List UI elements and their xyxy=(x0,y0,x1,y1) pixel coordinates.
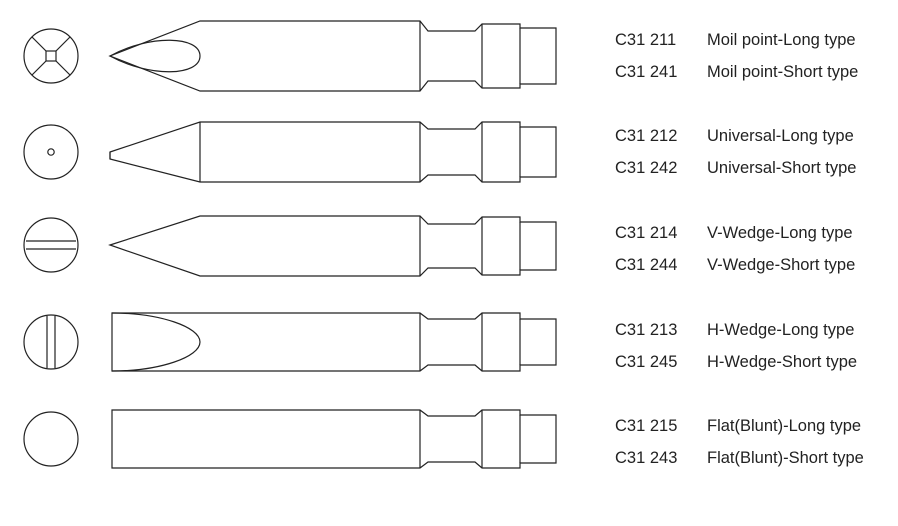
product-code: C31 241 xyxy=(615,63,678,81)
product-code: C31 242 xyxy=(615,159,678,177)
label-long: C31 212 Universal-Long type xyxy=(615,120,856,152)
product-code: C31 244 xyxy=(615,256,678,274)
product-code: C31 212 xyxy=(615,127,678,145)
product-code: C31 211 xyxy=(615,31,677,49)
label-short: C31 242 Universal-Short type xyxy=(615,152,856,184)
product-name: H-Wedge-Short type xyxy=(707,353,858,371)
cross-square-icon xyxy=(23,28,79,84)
tool-labels-flat-blunt: C31 215 Flat(Blunt)-Long type C31 243 Flat… xyxy=(615,410,864,474)
product-code: C31 243 xyxy=(615,449,678,467)
center-dot-icon xyxy=(23,124,79,180)
label-long: C31 214 V-Wedge-Long type xyxy=(615,217,855,249)
tool-row-v-wedge xyxy=(23,215,557,277)
label-short: C31 244 V-Wedge-Short type xyxy=(615,249,855,281)
product-name: H-Wedge-Long type xyxy=(707,321,855,339)
label-long: C31 213 H-Wedge-Long type xyxy=(615,314,857,346)
tool-row-h-wedge xyxy=(23,312,557,372)
product-code: C31 213 xyxy=(615,321,678,339)
tool-labels-v-wedge: C31 214 V-Wedge-Long type C31 244 V-Wedge-… xyxy=(615,217,855,281)
plain-circle-icon xyxy=(23,411,79,467)
tool-row-moil-point xyxy=(23,20,557,92)
product-name: Flat(Blunt)-Long type xyxy=(707,417,862,435)
product-name: V-Wedge-Long type xyxy=(707,224,853,242)
label-short: C31 243 Flat(Blunt)-Short type xyxy=(615,442,864,474)
product-name: Universal-Short type xyxy=(707,159,857,177)
product-name: Moil point-Short type xyxy=(707,63,859,81)
product-code: C31 215 xyxy=(615,417,678,435)
horizontal-slot-icon xyxy=(23,217,79,273)
chisel-body xyxy=(108,20,557,92)
product-name: V-Wedge-Short type xyxy=(707,256,856,274)
label-long: C31 211 Moil point-Long type xyxy=(615,24,858,56)
product-name: Universal-Long type xyxy=(707,127,854,145)
chisel-body xyxy=(109,121,557,183)
tool-row-flat-blunt xyxy=(23,409,557,469)
product-name: Flat(Blunt)-Short type xyxy=(707,449,864,467)
chisel-body xyxy=(108,215,557,277)
tool-labels-moil-point: C31 211 Moil point-Long type C31 241 Moil … xyxy=(615,24,858,88)
label-short: C31 245 H-Wedge-Short type xyxy=(615,346,857,378)
product-name: Moil point-Long type xyxy=(707,31,856,49)
tool-row-universal xyxy=(23,121,557,183)
vertical-slot-icon xyxy=(23,314,79,370)
tool-labels-h-wedge: C31 213 H-Wedge-Long type C31 245 H-Wedge-… xyxy=(615,314,857,378)
product-code: C31 214 xyxy=(615,224,678,242)
chisel-body xyxy=(111,409,557,469)
label-long: C31 215 Flat(Blunt)-Long type xyxy=(615,410,864,442)
tool-labels-universal: C31 212 Universal-Long type C31 242 Univer… xyxy=(615,120,856,184)
chisel-body xyxy=(111,312,557,372)
product-code: C31 245 xyxy=(615,353,678,371)
label-short: C31 241 Moil point-Short type xyxy=(615,56,858,88)
